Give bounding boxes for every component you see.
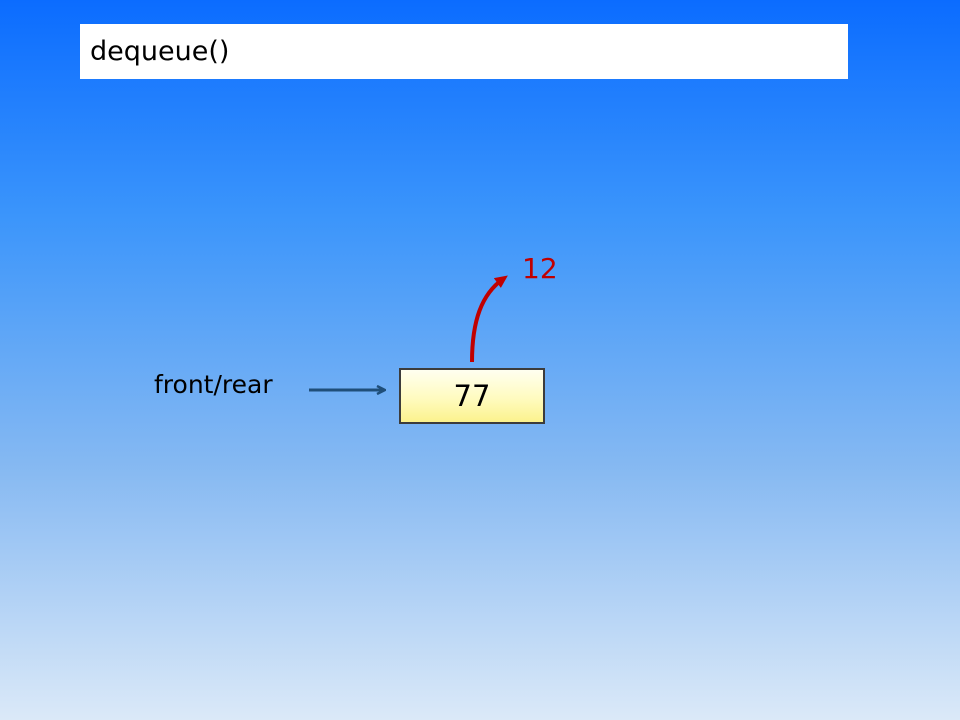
slide-title: dequeue() [90,36,230,67]
front-rear-label: front/rear [154,370,273,399]
dequeue-removal-arrow [470,275,508,363]
title-box: dequeue() [80,24,848,79]
queue-node-value: 77 [453,379,491,413]
dequeued-value: 12 [522,252,558,285]
queue-node: 77 [399,368,545,424]
